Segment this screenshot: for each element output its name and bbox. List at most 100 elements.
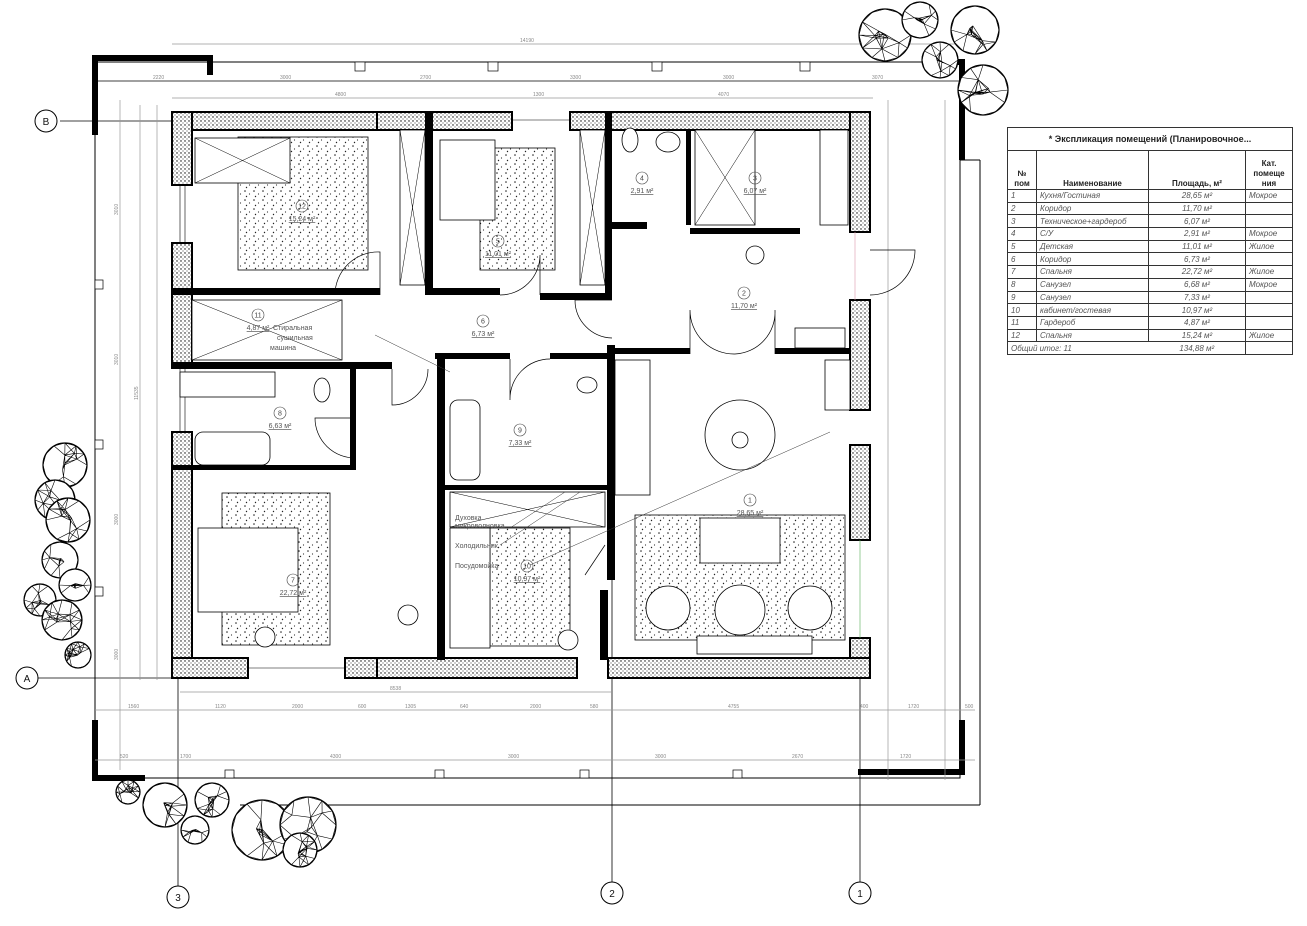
room-tag-circle <box>520 559 534 573</box>
dim-left: 11535 3010 3010 3000 3000 <box>114 204 140 660</box>
cell-num: 10 <box>1007 303 1037 317</box>
dim-text: 4070 <box>718 92 729 98</box>
dim-text: 3000 <box>508 754 519 760</box>
cell-num: 11 <box>1007 315 1037 330</box>
cell-area: 6,07 м² <box>1148 214 1246 229</box>
dim-text: 520 <box>120 754 129 760</box>
room-tag-circle <box>737 286 751 300</box>
cell-num: 5 <box>1007 239 1037 254</box>
dim-text: 1300 <box>533 92 544 98</box>
cell-area: 6,73 м² <box>1148 252 1246 267</box>
bathtub-room-8 <box>194 431 271 466</box>
axis-label: A <box>24 674 31 685</box>
dim-text: 3010 <box>114 354 120 365</box>
dim-text: 4300 <box>330 754 341 760</box>
room-number: 12 <box>298 204 306 211</box>
console <box>794 327 846 349</box>
dim-bottom-row1: 1560 1120 2000 600 1305 640 2000 580 475… <box>128 704 974 710</box>
room-number: 9 <box>518 428 522 435</box>
doors <box>314 249 916 576</box>
header-area: Площадь, м² <box>1148 150 1246 190</box>
window-marks <box>94 61 811 779</box>
toilet-room-8 <box>313 377 331 403</box>
note-fridge: Холодильник <box>455 543 499 550</box>
axis-label: B <box>43 117 50 128</box>
axis-label: 1 <box>857 889 863 900</box>
cell-num: 8 <box>1007 277 1037 292</box>
cell-category <box>1245 201 1293 216</box>
room-area: 6,63 м² <box>269 423 292 430</box>
note-microwave: микроволновка <box>455 523 505 530</box>
cell-area: 11,70 м² <box>1148 201 1246 216</box>
cell-category: Мокрое <box>1245 189 1293 203</box>
room-tag-1: 128,65 м² <box>737 493 764 517</box>
cell-num: 7 <box>1007 265 1037 279</box>
tree-icon <box>41 599 83 641</box>
furniture-lines <box>191 129 756 528</box>
room-tag-circle <box>251 308 265 322</box>
cell-category: Мокрое <box>1245 277 1293 292</box>
tree-icon <box>194 782 230 818</box>
dim-text: 3000 <box>655 754 666 760</box>
note-washer: Стиральная <box>273 325 312 332</box>
room-number: 1 <box>748 498 752 505</box>
cell-area: 4,87 м² <box>1148 315 1246 330</box>
cell-area: 28,65 м² <box>1148 189 1246 203</box>
dim-text: 3010 <box>114 204 120 215</box>
dim-text: 1560 <box>128 704 139 710</box>
cell-num: 2 <box>1007 201 1037 216</box>
cell-num: 9 <box>1007 290 1037 305</box>
cell-name: Санузел <box>1036 290 1149 305</box>
dim-text: 3070 <box>872 75 883 81</box>
dim-text: 3000 <box>723 75 734 81</box>
room-tag-circle <box>286 573 300 587</box>
room-tag-11: 114,87 м² <box>247 308 270 332</box>
room-tag-circle <box>295 199 309 213</box>
cell-category <box>1245 303 1293 317</box>
dim-text: 3000 <box>114 514 120 525</box>
room-schedule-table: * Экспликация помещений (Планировочное..… <box>1007 127 1293 355</box>
cell-num: 3 <box>1007 214 1037 229</box>
dim-text: 3000 <box>280 75 291 81</box>
cell-name: Техническое+гардероб <box>1036 214 1149 229</box>
cell-area: 11,01 м² <box>1148 239 1246 254</box>
tree-icon <box>921 41 959 79</box>
tv-stand <box>696 635 813 655</box>
room-number: 2 <box>742 291 746 298</box>
room-number: 10 <box>523 564 531 571</box>
note-dishwasher: Посудомойка <box>455 562 499 570</box>
room-tag-6: 66,73 м² <box>472 314 495 338</box>
dim-text: 1305 <box>405 704 416 710</box>
toilet-room-4 <box>621 127 639 153</box>
tree-icon <box>282 832 318 868</box>
cell-name: Спальня <box>1036 265 1149 279</box>
dim-text: 2000 <box>292 704 303 710</box>
room-tag-3: 36,07 м² <box>744 171 767 195</box>
cell-area: 2,91 м² <box>1148 227 1246 241</box>
room-area: 2,91 м² <box>631 188 654 195</box>
trees <box>23 1 1009 868</box>
cell-num: 4 <box>1007 227 1037 241</box>
dim-text: 2220 <box>153 75 164 81</box>
dim-text: 1720 <box>908 704 919 710</box>
tree-icon <box>64 641 92 669</box>
tree-icon <box>180 815 210 845</box>
wardrobe-room-3b <box>819 129 849 226</box>
tree-icon <box>858 8 912 62</box>
room-tag-7: 722,72 м² <box>280 573 307 597</box>
room-tag-8: 86,63 м² <box>269 406 292 430</box>
kitchen-counter <box>614 359 651 496</box>
room-area: 11,70 м² <box>731 303 758 310</box>
room-area: 7,33 м² <box>509 440 532 447</box>
room-tag-circle <box>491 234 505 248</box>
cell-category: Жилое <box>1245 239 1293 254</box>
plant-room-10 <box>557 629 579 651</box>
room-number: 4 <box>640 176 644 183</box>
room-tag-2: 2 11,70 м² <box>731 286 758 310</box>
dim-text: 3300 <box>570 75 581 81</box>
